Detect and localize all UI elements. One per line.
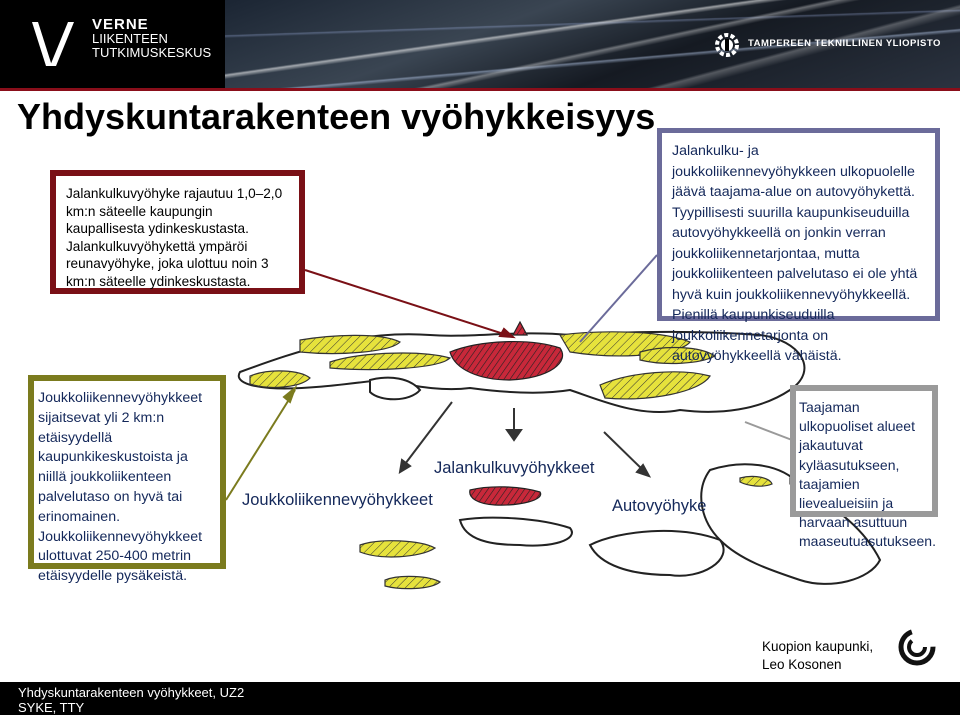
car-zone-callout: Jalankulku- ja joukkoliikennevyöhykkeen …	[657, 128, 940, 321]
swirl-logo-icon	[897, 626, 937, 668]
transit-zone-callout: Joukkoliikennevyöhykkeet sijaitsevat yli…	[28, 375, 226, 569]
walking-zone-label: Jalankulkuvyöhykkeet	[434, 459, 595, 478]
footer-source: SYKE, TTY	[18, 700, 84, 715]
footer-title: Yhdyskuntarakenteen vyöhykkeet, UZ2	[18, 685, 244, 700]
transit-zone-label: Joukkoliikennevyöhykkeet	[242, 491, 433, 510]
walking-zone-callout: Jalankulkuvyöhyke rajautuu 1,0–2,0 km:n …	[50, 170, 305, 294]
image-credit: Kuopion kaupunki, Leo Kosonen	[762, 638, 873, 674]
car-zone-label: Autovyöhyke	[612, 497, 706, 516]
rural-area-callout: Taajaman ulkopuoliset alueet jakautuvat …	[790, 385, 938, 517]
car-zone-outlines	[239, 332, 880, 584]
